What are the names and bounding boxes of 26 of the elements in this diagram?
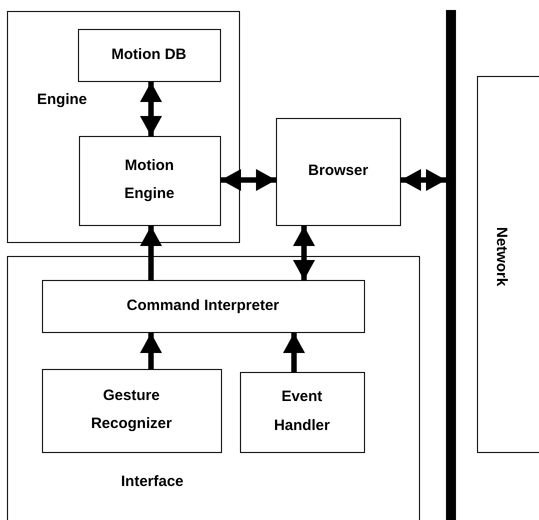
component-label: Motion Engine	[123, 156, 176, 204]
group-label: Interface	[121, 472, 185, 492]
group-label: Engine	[37, 90, 88, 110]
component-box	[477, 76, 539, 453]
arrow	[283, 333, 305, 372]
component-label: Event Handler	[272, 387, 331, 436]
component-label: Gesture Recognizer	[90, 386, 173, 434]
arrow	[401, 169, 446, 191]
arrow	[221, 169, 276, 191]
component-label: Network	[492, 227, 510, 286]
component-box	[42, 280, 365, 333]
component-box	[240, 372, 365, 453]
arrow	[140, 82, 162, 136]
arrow	[293, 226, 315, 280]
group-box	[7, 11, 240, 243]
arrow	[140, 333, 162, 369]
component-label: Motion DB	[110, 44, 188, 65]
component-label: Browser	[307, 161, 370, 182]
component-box	[78, 136, 221, 226]
component-label: Command Interpreter	[126, 296, 280, 316]
network-bus-bar	[446, 10, 456, 520]
component-box	[78, 28, 221, 82]
component-box	[42, 368, 222, 453]
arrow	[140, 226, 162, 280]
group-box	[7, 256, 420, 520]
component-box	[276, 118, 401, 226]
